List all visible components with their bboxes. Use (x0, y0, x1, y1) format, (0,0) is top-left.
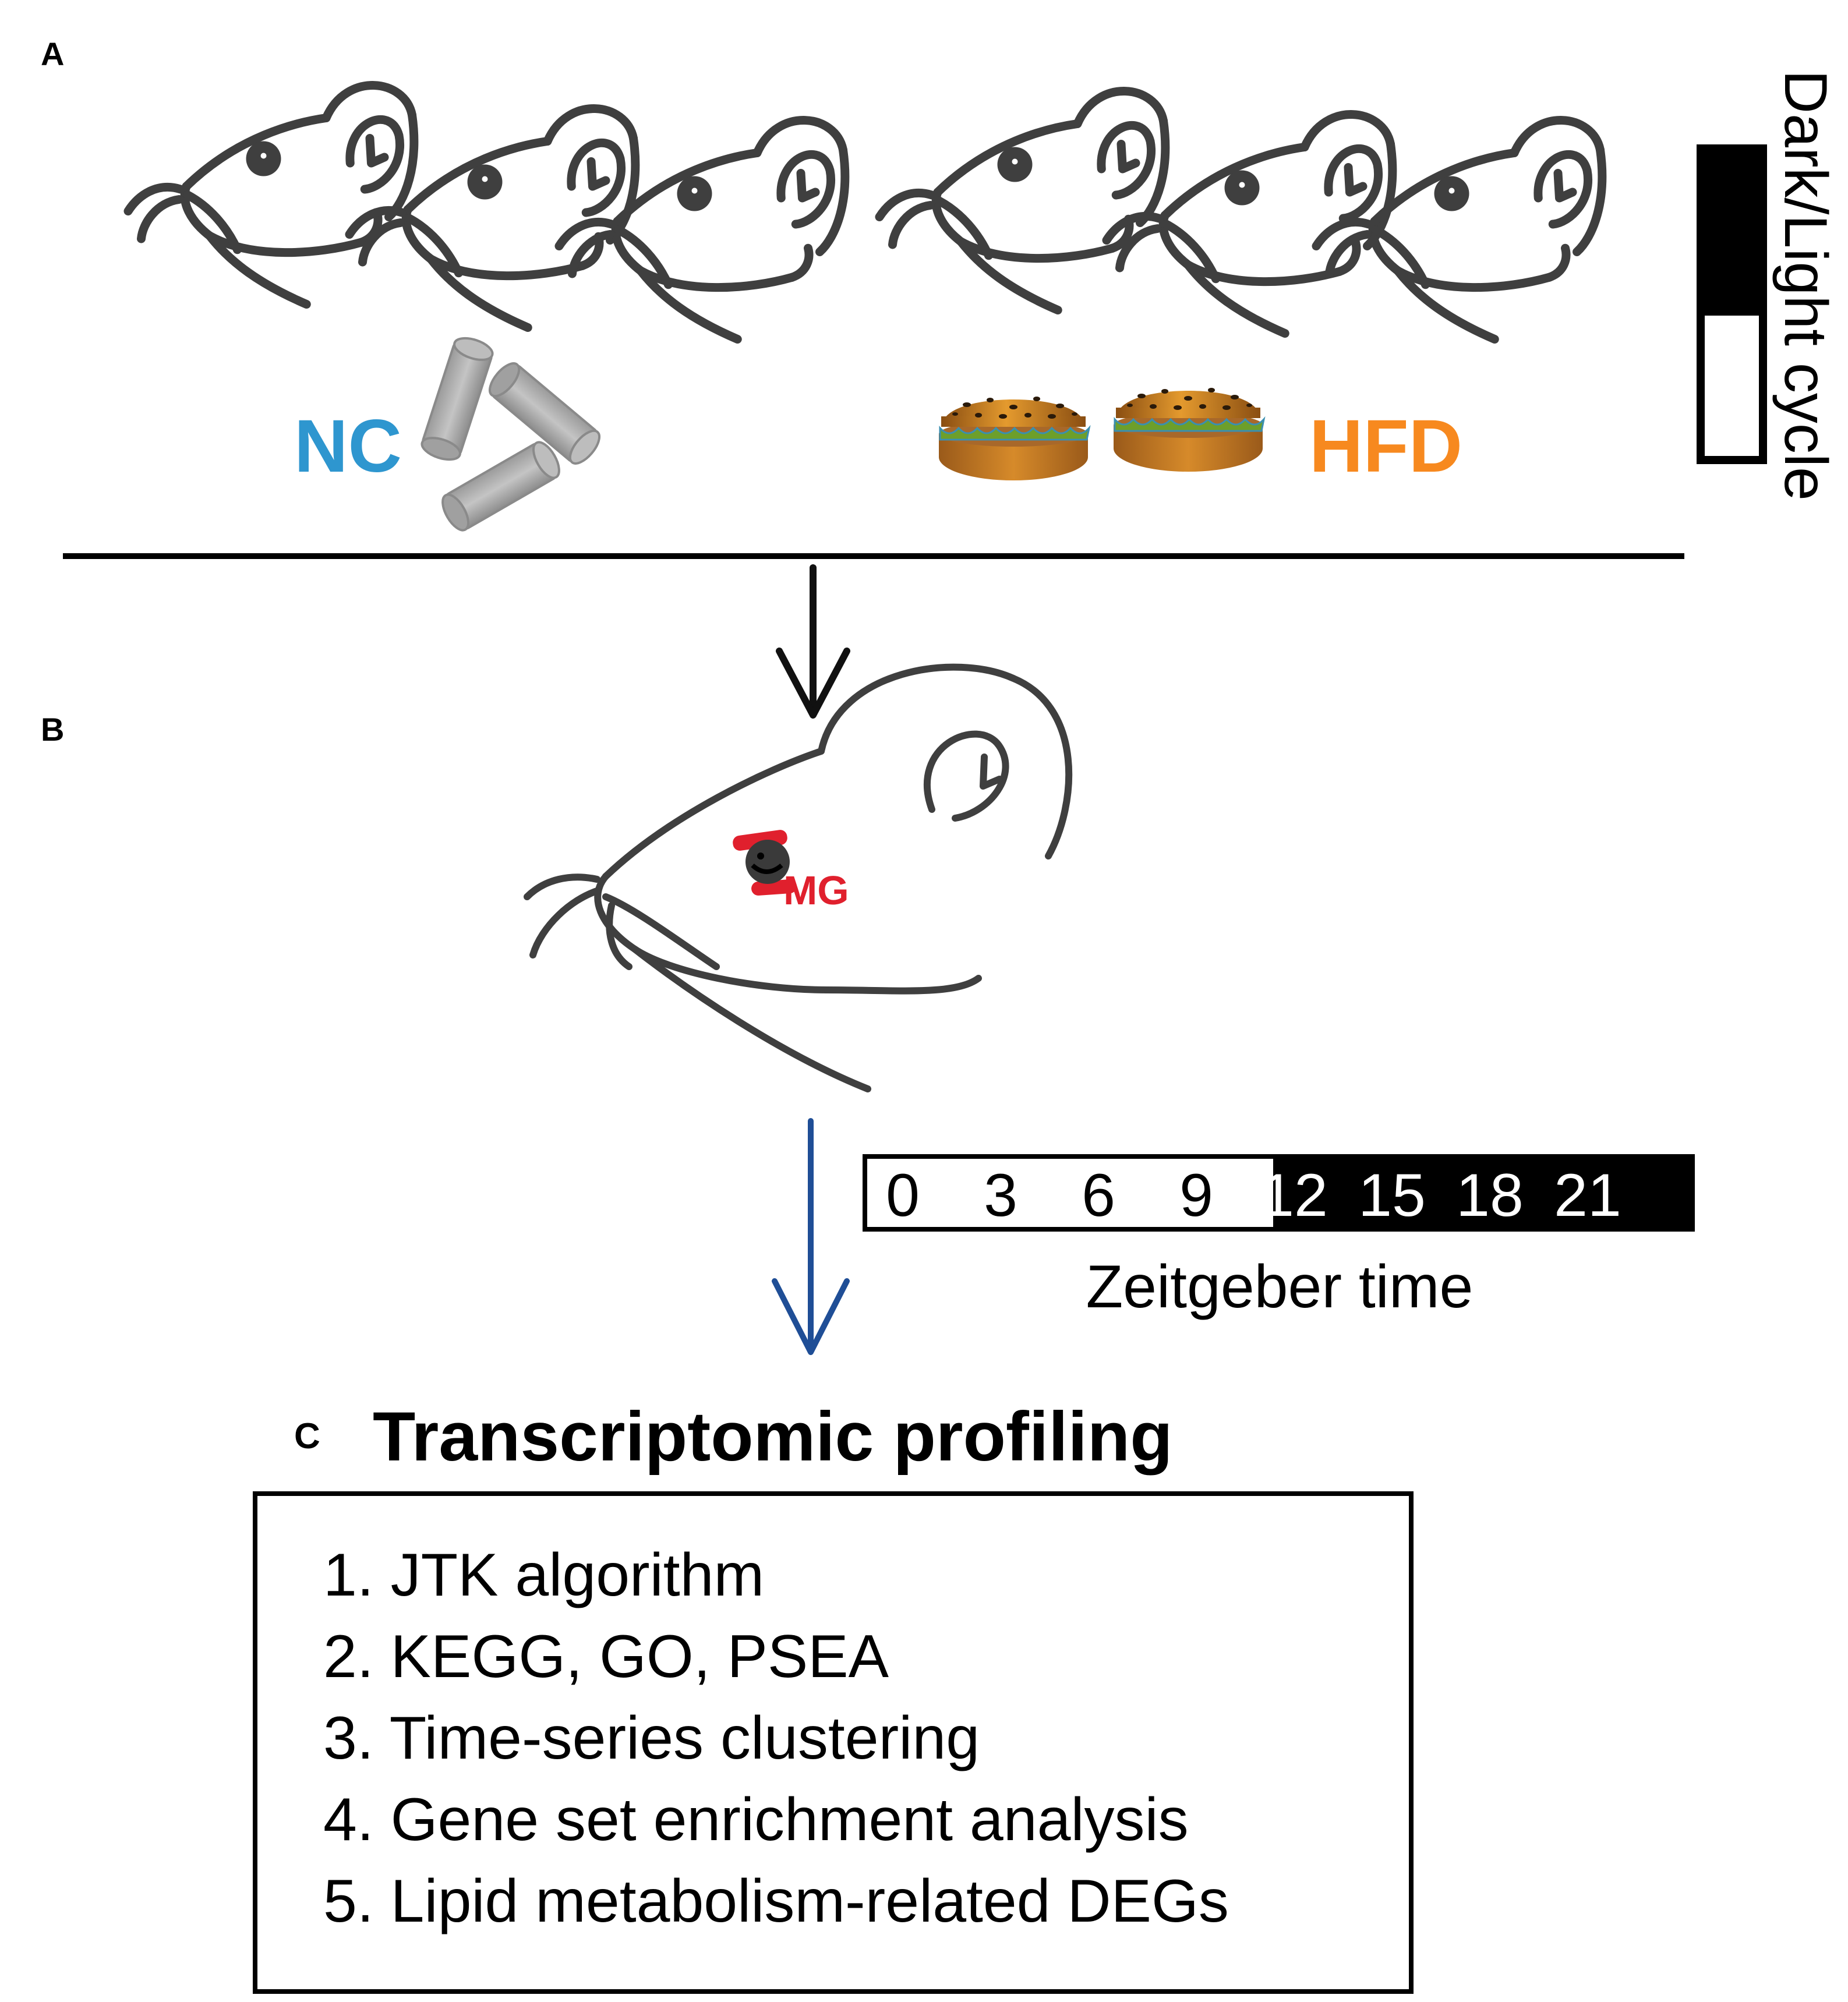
analysis-item: 1. JTK algorithm (323, 1541, 764, 1609)
mouse-icon (879, 91, 1165, 310)
panel-c-label: C (294, 1416, 320, 1456)
timeline-tick-label: 12 (1260, 1162, 1328, 1229)
analysis-list: 1. JTK algorithm 2. KEGG, GO, PSEA 3. Ti… (323, 1541, 1229, 1935)
timeline-dark-phase (1275, 1154, 1695, 1232)
analysis-item: 2. KEGG, GO, PSEA (323, 1623, 889, 1690)
zeitgeber-caption: Zeitgeber time (1086, 1253, 1474, 1321)
analysis-box (253, 1491, 1414, 1994)
mouse-icon (1316, 121, 1602, 339)
timeline-tick-label: 18 (1456, 1162, 1524, 1229)
chow-pellets-icon (418, 333, 606, 536)
timeline-tick-label: 21 (1554, 1162, 1621, 1229)
timeline-tick-label: 0 (886, 1162, 920, 1229)
mouse-icon (559, 121, 845, 339)
dark-light-cycle-bar (1697, 144, 1767, 464)
cycle-label: Dark/Light cycle (1772, 70, 1839, 501)
panel-b-label: B (41, 711, 64, 748)
nc-mice-group (128, 86, 845, 339)
timeline-tick-label: 6 (1082, 1162, 1115, 1229)
pellet-icon (418, 333, 497, 465)
analysis-item: 5. Lipid metabolism-related DEGs (323, 1867, 1229, 1935)
profiling-title: Transcriptomic profiling (373, 1398, 1173, 1476)
nc-group-label: NC (294, 405, 402, 488)
hfd-mice-group (879, 91, 1602, 339)
burger-icons (938, 387, 1265, 482)
timeline-tick-label: 15 (1358, 1162, 1426, 1229)
burger-icon (1112, 387, 1265, 473)
down-arrow-blue (772, 1118, 850, 1355)
mouse-icon (128, 86, 414, 305)
hfd-group-label: HFD (1309, 405, 1462, 488)
panel-a-label: A (41, 36, 64, 72)
timeline-light-phase (863, 1154, 1278, 1232)
timeline-tick-label: 9 (1179, 1162, 1213, 1229)
mouse-mg-icon (524, 663, 1073, 1092)
timeline-tick-label: 3 (984, 1162, 1017, 1229)
analysis-item: 3. Time-series clustering (323, 1704, 980, 1772)
analysis-item: 4. Gene set enrichment analysis (323, 1786, 1189, 1854)
burger-icon (938, 395, 1090, 482)
down-arrow-black (776, 564, 850, 719)
meibomian-gland-icon (733, 830, 797, 896)
mg-label: MG (783, 868, 849, 913)
